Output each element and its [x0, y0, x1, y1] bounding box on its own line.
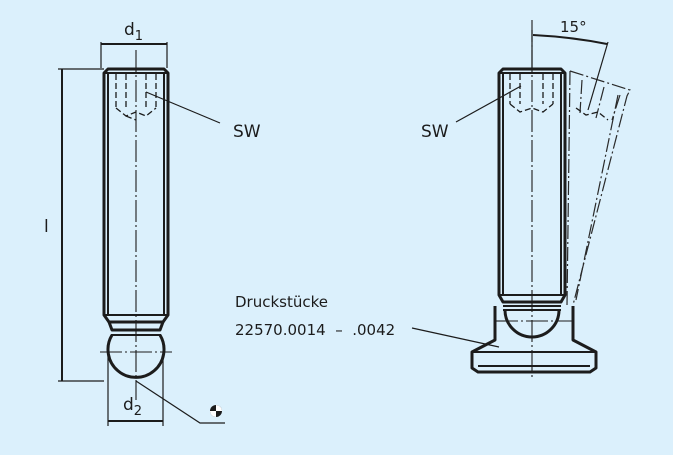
right-view-thrust-screw: 15° SW Druckstücke 22570.0014 – .0042 [235, 18, 631, 380]
pressure-pad [470, 306, 598, 374]
sw-callout-left: SW [145, 91, 261, 142]
d2-dimension: d2 [107, 355, 164, 426]
pressure-pad-label-line2: 22570.0014 – .0042 [235, 321, 395, 339]
length-dimension: l [44, 68, 104, 382]
sw-label-left: SW [233, 122, 261, 142]
angle-label: 15° [560, 18, 587, 36]
ball-center-symbol-icon [210, 405, 222, 417]
left-view-thrust-screw: d1 l [44, 20, 261, 426]
sw-label-right: SW [421, 122, 449, 142]
pressure-pad-callout: Druckstücke 22570.0014 – .0042 [235, 293, 500, 348]
angle-dimension: 15° [531, 18, 609, 111]
d2-label: d2 [123, 395, 142, 419]
sw-callout-right: SW [421, 85, 522, 142]
screw-body [100, 50, 172, 400]
d1-label: d1 [124, 20, 143, 44]
screw-body-right [497, 20, 567, 380]
d1-dimension: d1 [100, 20, 168, 68]
length-label: l [44, 217, 49, 237]
pressure-pad-label-line1: Druckstücke [235, 293, 328, 311]
tilted-position-ghost [566, 70, 631, 306]
ball-center-callout [135, 380, 225, 424]
